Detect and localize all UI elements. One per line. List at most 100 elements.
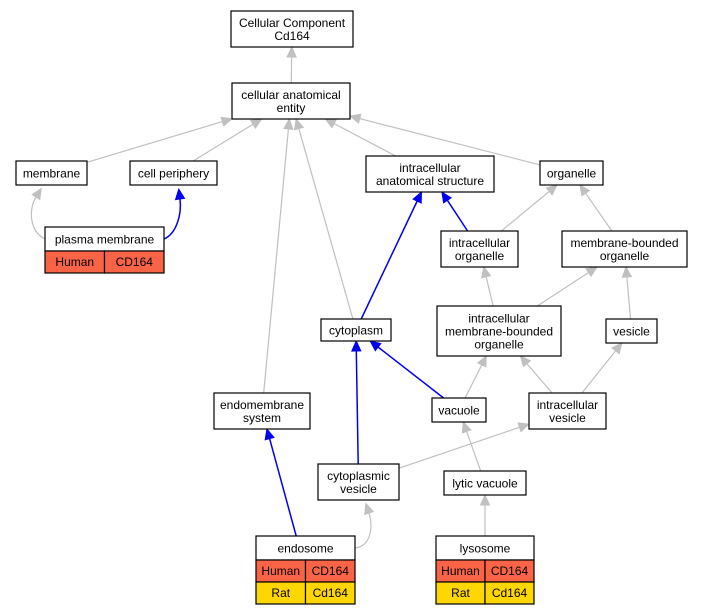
node-box [605,318,658,344]
node-box [317,463,400,501]
node-box [443,470,527,496]
edge-line [298,128,354,320]
node-org[interactable]: organelle [539,160,604,186]
node-label: Cd164 [274,29,310,43]
edge-pm-to-mem [30,187,46,240]
node-box [213,392,311,430]
node-vac[interactable]: vacuole [431,397,487,423]
node-label: membrane-bounded [570,236,678,250]
node-label: cytoplasm [329,324,383,338]
edge-org-to-cae [348,113,541,166]
edge-cae-to-root [286,45,297,84]
edge-lv-to-vac [461,420,482,472]
species-label: Rat [271,586,290,600]
gene-label: CD164 [491,564,529,578]
edge-line [585,192,613,232]
node-label: vesicle [613,325,650,339]
edge-iv-to-imbo [519,355,553,394]
species-label: Human [441,564,480,578]
edge-mbo-to-org [579,184,613,232]
gene-cell [484,581,535,605]
node-label: Cellular Component [239,16,346,30]
node-label: organelle [600,249,650,263]
node-cper[interactable]: cell periphery [129,160,218,186]
edge-line [355,350,359,465]
node-label: organelle [455,249,505,263]
node-label: vesicle [340,482,377,496]
arrowhead [369,340,382,352]
node-box [129,160,218,186]
arrowhead [481,265,492,279]
arrowhead [220,116,234,127]
node-box [15,160,88,186]
edge-iv-to-ves [581,342,623,394]
node-box [440,230,519,268]
arrowhead [264,427,275,441]
node-label: anatomical structure [376,174,484,188]
node-box [561,230,688,268]
edge-imbo-to-mbo [536,266,599,307]
edge-line [581,350,617,394]
edge-line [354,512,372,549]
node-cyto[interactable]: cytoplasm [320,318,392,342]
node-label: plasma membrane [55,233,155,247]
node-lv[interactable]: lytic vacuole [443,470,527,496]
node-label: organelle [474,338,524,352]
node-label: intracellular [399,161,460,175]
node-label: lysosome [460,542,511,556]
edge-line [536,271,589,307]
node-label: intracellular [468,312,529,326]
edge-line [360,200,418,320]
edge-cyto-to-cae [293,117,354,320]
node-label: entity [277,101,306,115]
node-label: cell periphery [138,167,209,181]
edge-cyto-to-ias [360,190,423,320]
edge-pm-to-cper [163,187,186,240]
node-label: intracellular [537,398,598,412]
gene-label: Cd164 [313,586,349,600]
edge-imbo-to-io [481,265,494,307]
node-label: organelle [547,167,597,181]
arrowhead [293,117,305,131]
node-box [539,160,604,186]
edge-line [30,196,46,240]
arrowhead [364,502,375,516]
node-box [320,318,392,342]
arrowhead [519,355,532,368]
node-label: system [243,411,281,425]
arrowhead [283,117,294,130]
edge-line [377,346,445,399]
arrowhead [579,184,591,197]
edge-line [163,198,182,240]
gene-label: CD164 [312,564,350,578]
arrowhead [324,118,338,129]
species-label: Rat [451,586,470,600]
node-label: intracellular [449,236,510,250]
arrowhead [476,354,487,368]
arrowhead [348,113,362,124]
node-ves[interactable]: vesicle [605,318,658,344]
node-box [436,305,562,357]
annotation-row: Human CD164 [435,559,535,583]
gene-label: CD164 [116,255,154,269]
node-label: endosome [277,542,333,556]
node-mem[interactable]: membrane [15,160,88,186]
node-label: membrane [23,167,81,181]
edge-line [398,426,520,469]
